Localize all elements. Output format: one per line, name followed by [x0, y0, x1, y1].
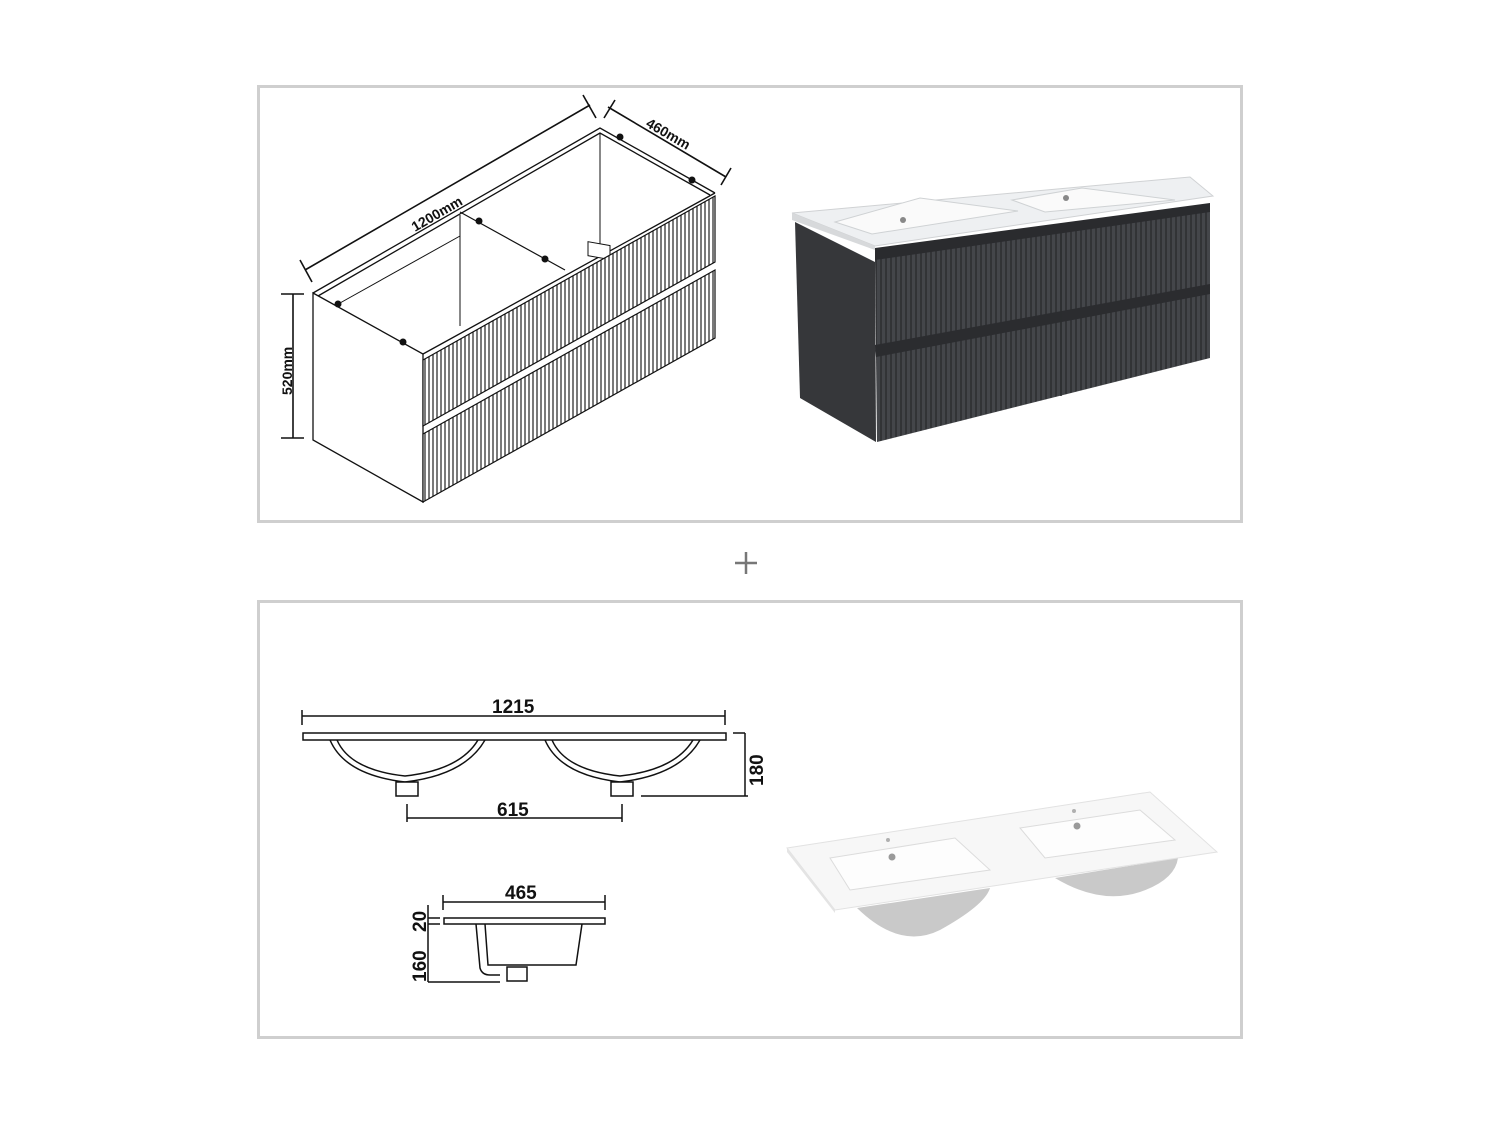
overall-width-label: 1215: [492, 697, 535, 718]
corner-bracket: [587, 241, 611, 261]
drain-spacing-label: 615: [497, 800, 529, 821]
height-label: 180: [747, 754, 768, 786]
upper-drawer-front: [422, 194, 716, 428]
lower-drawer-front: [422, 268, 716, 504]
rim-thickness-label: 20: [410, 911, 431, 932]
height-dimension-label: 520mm: [279, 347, 295, 395]
bowl-depth-label: 160: [410, 950, 431, 982]
plus-icon: [735, 552, 757, 574]
depth-label: 465: [505, 883, 537, 904]
